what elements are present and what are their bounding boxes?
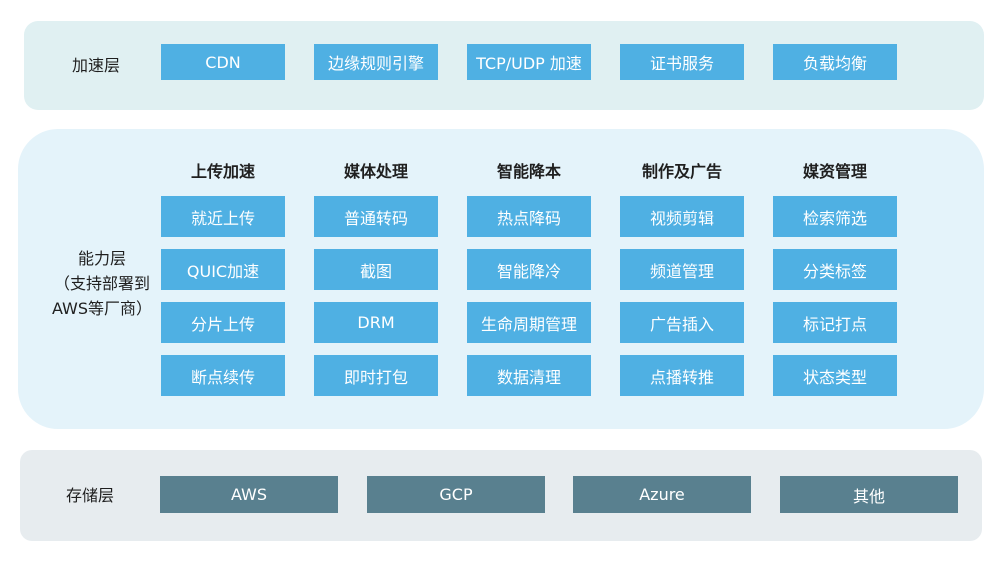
accel-item-cdn: CDN <box>161 44 285 80</box>
storage-item-other: 其他 <box>780 476 958 513</box>
capability-item: 即时打包 <box>314 355 438 396</box>
accel-item-tcp-udp: TCP/UDP 加速 <box>467 44 591 80</box>
capability-item: 分片上传 <box>161 302 285 343</box>
acceleration-layer-label: 加速层 <box>71 56 120 75</box>
capability-item: 断点续传 <box>161 355 285 396</box>
column-header-media: 媒体处理 <box>343 162 408 181</box>
capability-item: 状态类型 <box>773 355 897 396</box>
capability-item: 截图 <box>314 249 438 290</box>
capability-label-line-2: （支持部署到 <box>53 274 150 293</box>
column-header-production: 制作及广告 <box>641 162 722 181</box>
capability-layer-label: 能力层 （支持部署到 AWS等厂商） <box>40 246 164 321</box>
capability-item: 热点降码 <box>467 196 591 237</box>
capability-label-line-1: 能力层 <box>77 249 126 268</box>
storage-item-aws: AWS <box>160 476 338 513</box>
capability-item: 分类标签 <box>773 249 897 290</box>
capability-item: 广告插入 <box>620 302 744 343</box>
capability-item: 点播转推 <box>620 355 744 396</box>
capability-item: 频道管理 <box>620 249 744 290</box>
capability-item: QUIC加速 <box>161 249 285 290</box>
storage-item-gcp: GCP <box>367 476 545 513</box>
storage-item-azure: Azure <box>573 476 751 513</box>
capability-item: 普通转码 <box>314 196 438 237</box>
column-header-upload: 上传加速 <box>190 162 255 181</box>
capability-item: 生命周期管理 <box>467 302 591 343</box>
capability-item: DRM <box>314 302 438 343</box>
accel-item-certificate: 证书服务 <box>620 44 744 80</box>
accel-item-edge-rules: 边缘规则引擎 <box>314 44 438 80</box>
accel-item-load-balancing: 负载均衡 <box>773 44 897 80</box>
capability-item: 标记打点 <box>773 302 897 343</box>
capability-item: 视频剪辑 <box>620 196 744 237</box>
capability-item: 检索筛选 <box>773 196 897 237</box>
capability-label-line-3: AWS等厂商） <box>51 299 153 318</box>
storage-layer: 存储层 AWS GCP Azure 其他 <box>20 450 982 541</box>
capability-item: 就近上传 <box>161 196 285 237</box>
capability-layer: 能力层 （支持部署到 AWS等厂商） 上传加速 就近上传 QUIC加速 分片上传… <box>18 129 984 429</box>
column-header-asset: 媒资管理 <box>802 162 867 181</box>
storage-layer-label: 存储层 <box>65 486 114 505</box>
column-header-cost: 智能降本 <box>496 162 561 181</box>
capability-item: 智能降冷 <box>467 249 591 290</box>
acceleration-layer: 加速层 CDN 边缘规则引擎 TCP/UDP 加速 证书服务 负载均衡 <box>24 21 984 110</box>
capability-item: 数据清理 <box>467 355 591 396</box>
